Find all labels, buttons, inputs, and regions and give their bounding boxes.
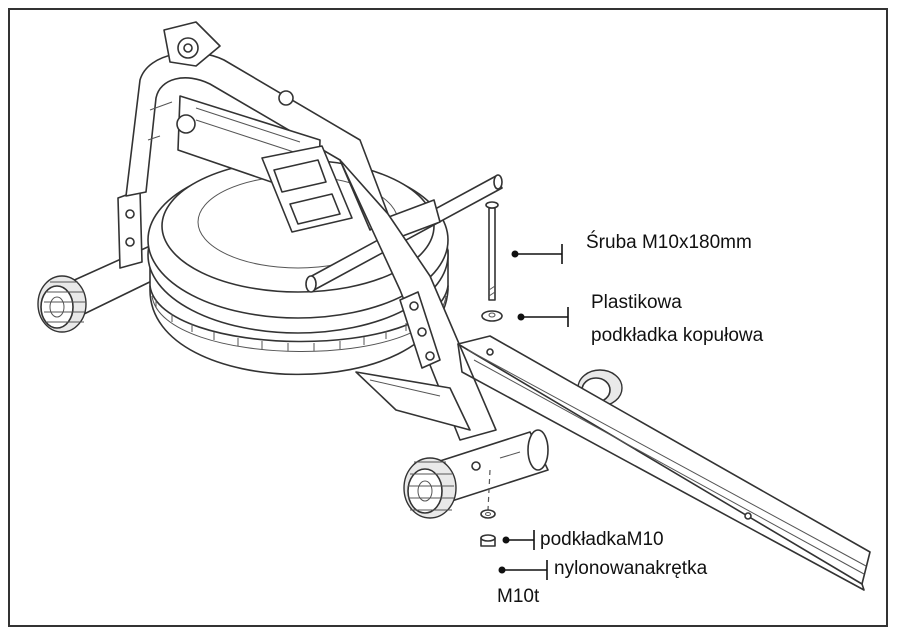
left-rear-wheel [37, 275, 87, 333]
leader-washer [502, 530, 535, 550]
washer-m10 [480, 509, 496, 519]
upper-frame-arch [125, 21, 389, 231]
label-washer: podkładkaM10 [540, 529, 664, 550]
leader-nut [498, 560, 548, 580]
assembly-axis [487, 469, 491, 511]
label-plastic-washer-line1: Plastikowa [591, 292, 682, 313]
label-bolt: Śruba M10x180mm [586, 232, 752, 253]
front-wheel [403, 457, 457, 519]
rear-support-plate [117, 189, 143, 269]
plastic-dome-washer [481, 310, 503, 322]
monitor-console [261, 145, 353, 233]
leader-bolt [511, 244, 563, 264]
label-plastic-washer-line2: podkładka kopułowa [591, 325, 764, 346]
front-upright [339, 159, 497, 441]
main-rail [457, 335, 871, 591]
nylon-nut-m10 [480, 534, 496, 547]
label-nut-line1: nylonowanakrętka [554, 558, 708, 579]
label-nut-line2: M10t [497, 586, 540, 607]
leader-plastic-washer [517, 307, 569, 327]
bolt-m10x180 [485, 201, 499, 301]
lower-support-bracket [355, 371, 471, 431]
